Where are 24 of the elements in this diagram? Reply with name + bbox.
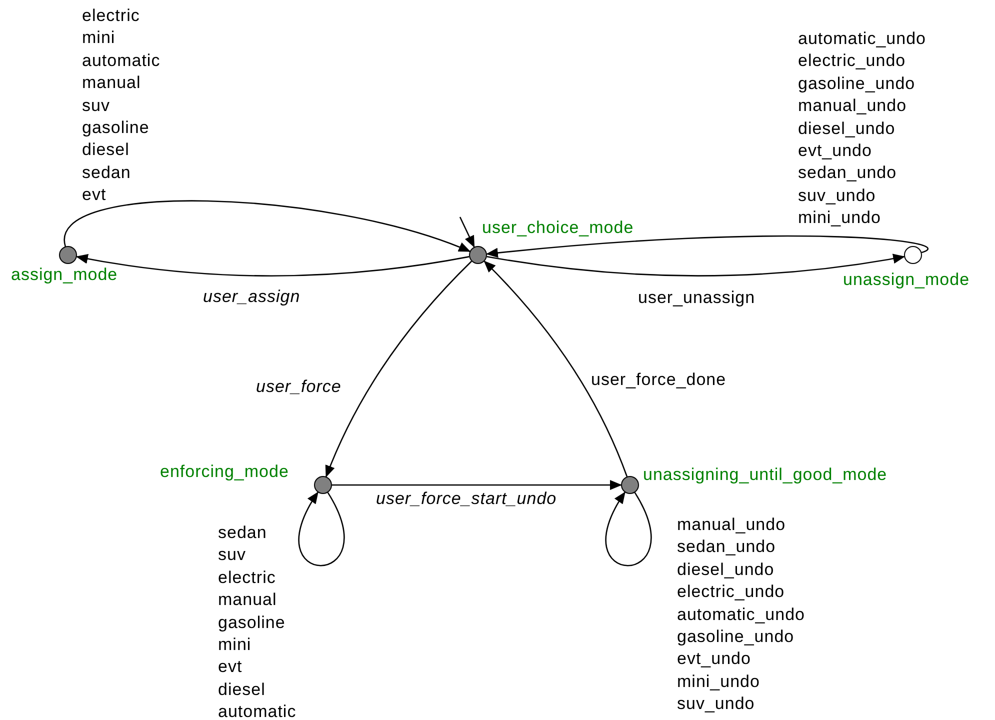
edge-label: user_force bbox=[256, 376, 342, 398]
transition-arrow bbox=[64, 200, 471, 252]
state-name: unassigning_until_good_mode bbox=[643, 464, 888, 486]
transition-arrow bbox=[486, 235, 927, 258]
edge-label: user_force_done bbox=[591, 369, 726, 391]
edge-label: manual_undo sedan_undo diesel_undo electric_undo automatic_undo gasoline_undo evt_undo mini_undo suv_undo bbox=[677, 514, 805, 716]
state-name: user_choice_mode bbox=[482, 217, 634, 239]
transition-arrow bbox=[76, 254, 470, 276]
transition-arrow bbox=[484, 260, 628, 477]
transition-arrow bbox=[332, 480, 622, 490]
edge-label: automatic_undo electric_undo gasoline_undo manual_undo diesel_undo evt_undo sedan_undo suv_undo mini_undo bbox=[798, 28, 926, 230]
edge-label: sedan suv electric manual gasoline mini evt diesel automatic bbox=[218, 522, 296, 720]
transition-arrow bbox=[606, 492, 652, 566]
state-name: assign_mode bbox=[11, 264, 118, 286]
edge-label: electric mini automatic manual suv gasoline diesel sedan evt bbox=[82, 5, 160, 206]
edge-label: user_assign bbox=[203, 286, 300, 308]
edge-label: user_unassign bbox=[638, 287, 756, 309]
transition-arrow bbox=[298, 492, 345, 566]
state-name: enforcing_mode bbox=[160, 461, 289, 483]
state-name: unassign_mode bbox=[843, 269, 970, 291]
transition-arrow bbox=[486, 254, 906, 276]
edge-label: user_force_start_undo bbox=[376, 488, 557, 510]
transition-arrow bbox=[459, 216, 475, 248]
transition-arrow bbox=[326, 260, 472, 478]
